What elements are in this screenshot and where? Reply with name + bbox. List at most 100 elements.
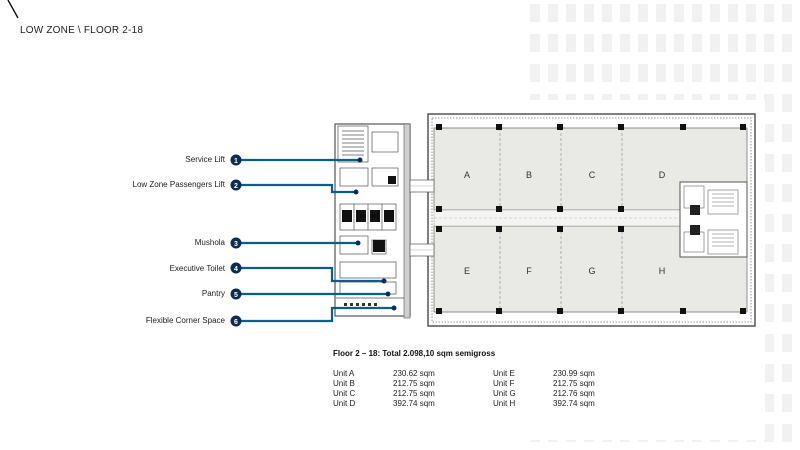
unit-label-d: D	[659, 170, 666, 180]
area-value: 212.75 sqm	[553, 379, 595, 388]
stripe	[764, 274, 774, 292]
area-row: Unit E 230.99 sqm	[493, 369, 653, 379]
stripe	[782, 64, 792, 82]
svg-text:6: 6	[234, 319, 238, 326]
stripe	[782, 184, 792, 202]
stripe	[746, 34, 756, 52]
column	[557, 308, 563, 314]
legend-marker-3: 3	[230, 237, 242, 249]
stripe	[530, 64, 540, 82]
stripe	[656, 64, 666, 82]
facade-line	[431, 117, 752, 323]
column	[557, 206, 563, 212]
stripe	[782, 394, 792, 412]
stripe	[656, 4, 666, 22]
stripe	[764, 424, 774, 442]
area-value: 230.99 sqm	[553, 369, 595, 378]
legend-label-pantry: Pantry	[201, 289, 225, 298]
stripe	[674, 34, 684, 52]
stripe	[782, 424, 792, 442]
unit-label-b: B	[526, 170, 532, 180]
stripe	[728, 4, 738, 22]
column	[618, 308, 624, 314]
unit-label-h: H	[659, 266, 666, 276]
stripe	[620, 4, 630, 22]
stripe	[656, 34, 666, 52]
legend-marker-2: 2	[230, 179, 242, 191]
legend-marker-1: 1	[230, 154, 242, 166]
stripe	[692, 64, 702, 82]
column	[680, 124, 686, 130]
stripe	[764, 364, 774, 382]
area-table-right: Unit E 230.99 sqm Unit F 212.75 sqm Unit G…	[493, 369, 653, 409]
stripe	[710, 34, 720, 52]
column	[618, 226, 624, 232]
stripe	[764, 154, 774, 172]
svg-text:5: 5	[234, 292, 238, 299]
stripe	[782, 214, 792, 232]
area-value: 212.75 sqm	[393, 379, 435, 388]
area-row: Unit C 212.75 sqm	[333, 389, 493, 399]
stripe	[620, 34, 630, 52]
stripe	[710, 64, 720, 82]
stripe	[602, 64, 612, 82]
column	[740, 308, 746, 314]
svg-text:2: 2	[234, 183, 238, 190]
column	[557, 124, 563, 130]
unit-label-c: C	[589, 170, 596, 180]
stripe	[728, 34, 738, 52]
column	[496, 308, 502, 314]
area-unit: Unit A	[333, 369, 355, 378]
stripe	[674, 64, 684, 82]
stripe	[692, 34, 702, 52]
area-value: 392.74 sqm	[553, 399, 595, 408]
area-unit: Unit E	[493, 369, 515, 378]
svg-text:4: 4	[234, 266, 238, 273]
stripe	[764, 124, 774, 142]
svg-text:1: 1	[234, 158, 238, 165]
stripe	[530, 4, 540, 22]
area-row: Unit A 230.62 sqm	[333, 369, 493, 379]
area-value: 212.76 sqm	[553, 389, 595, 398]
area-unit: Unit C	[333, 389, 356, 398]
stripe	[764, 64, 774, 82]
legend-label-mushola: Mushola	[194, 238, 225, 247]
column	[618, 124, 624, 130]
column	[740, 124, 746, 130]
stripe	[782, 274, 792, 292]
stripe	[782, 4, 792, 22]
column	[680, 308, 686, 314]
stripe	[782, 244, 792, 262]
legend-label-service-lift: Service Lift	[185, 155, 225, 164]
area-unit: Unit B	[333, 379, 355, 388]
stripe	[782, 364, 792, 382]
area-value: 212.75 sqm	[393, 389, 435, 398]
legend-label-flexible-corner: Flexible Corner Space	[145, 316, 225, 325]
area-value: 230.62 sqm	[393, 369, 435, 378]
stripe	[782, 124, 792, 142]
area-unit: Unit D	[333, 399, 356, 408]
stripe	[764, 304, 774, 322]
area-row: Unit B 212.75 sqm	[333, 379, 493, 389]
floor-area-title: Floor 2 – 18: Total 2.098,10 sqm semigro…	[333, 349, 496, 358]
stripe	[548, 34, 558, 52]
stripe	[764, 184, 774, 202]
stripe	[638, 34, 648, 52]
stripe	[584, 64, 594, 82]
title-slash-icon	[7, 0, 19, 19]
stripe	[764, 214, 774, 232]
stripe	[674, 4, 684, 22]
stripe	[782, 34, 792, 52]
column	[436, 206, 442, 212]
area-unit: Unit F	[493, 379, 515, 388]
stripe	[782, 154, 792, 172]
stripe	[692, 4, 702, 22]
stripe	[764, 4, 774, 22]
column	[496, 206, 502, 212]
legend-label-executive-toilet: Executive Toilet	[169, 264, 225, 273]
svg-text:3: 3	[234, 241, 238, 248]
stripe	[710, 4, 720, 22]
